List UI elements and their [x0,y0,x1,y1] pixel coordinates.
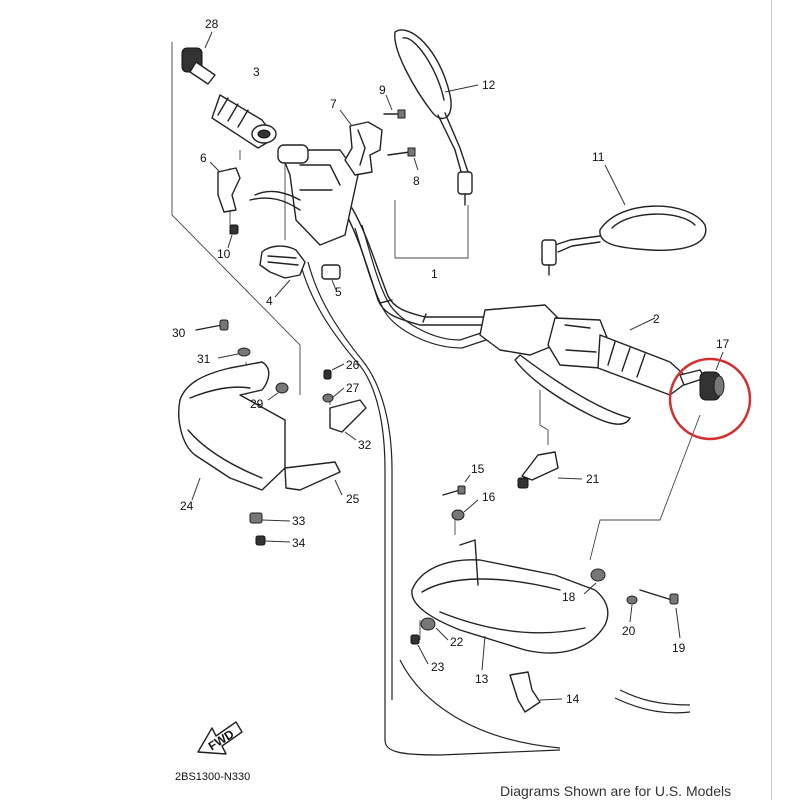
mirror-right [541,164,707,276]
left-grip [211,94,277,149]
fastener-34 [255,535,291,546]
callout-17: 17 [716,337,730,351]
callout-12: 12 [482,78,496,92]
callout-27: 27 [346,381,360,395]
bracket-14 [509,671,563,713]
callout-32: 32 [358,438,372,452]
callout-21: 21 [586,472,600,486]
handguard-right [411,539,609,671]
callout-31: 31 [197,352,211,366]
fastener-31 [217,347,251,359]
highlight-circle [668,357,752,441]
callout-14: 14 [566,692,580,706]
callout-7: 7 [330,97,337,111]
callout-11: 11 [592,150,605,164]
callout-19: 19 [672,641,686,655]
fastener-18 [583,568,606,595]
bracket-32 [329,399,367,441]
bar-end-17 [679,351,725,401]
fastener-22 [420,617,449,641]
fwd-arrow: FWD [197,721,243,755]
callout-33: 33 [292,514,306,528]
guide-lines [171,42,701,640]
callout-34: 34 [292,536,306,550]
cables [299,224,691,756]
right-grip [597,317,691,396]
page-divider [771,0,772,800]
callout-28: 28 [205,17,219,31]
left-switch-assembly [249,144,359,246]
fastener-26 [323,363,345,380]
mirror-left [394,29,479,206]
callout-20: 20 [622,624,636,638]
fastener-33 [249,512,291,524]
fastener-27 [322,387,345,403]
bolt-9 [383,94,406,119]
callout-18: 18 [562,590,576,604]
callout-23: 23 [431,660,445,674]
callout-9: 9 [379,83,386,97]
footer-note: Diagrams Shown are for U.S. Models [500,783,732,799]
callout-5: 5 [335,285,342,299]
fastener-15 [442,474,471,496]
fastener-29 [267,382,289,401]
callout-8: 8 [413,174,420,188]
callout-30: 30 [172,326,186,340]
callout-labels: 1 2 3 4 5 6 7 8 9 10 11 12 13 14 15 16 1… [172,17,730,706]
callout-1: 1 [431,267,438,281]
cable-holder-4 [259,245,306,298]
bracket-21 [517,451,583,489]
callout-6: 6 [200,151,207,165]
callout-16: 16 [482,490,496,504]
fastener-19 [639,589,681,639]
callout-29: 29 [250,397,264,411]
bolt-8 [387,147,419,171]
callout-25: 25 [346,492,360,506]
callout-4: 4 [266,294,273,308]
bracket-25 [284,461,343,496]
callout-26: 26 [346,358,360,372]
callout-10: 10 [217,247,231,261]
callout-2: 2 [653,312,660,326]
callout-15: 15 [471,462,485,476]
callout-13: 13 [475,672,489,686]
fastener-23 [410,634,429,665]
diagram-code: 2BS1300-N330 [175,771,250,783]
callout-3: 3 [253,65,260,79]
screw-10 [227,224,239,249]
callout-22: 22 [450,635,464,649]
fastener-16 [451,499,479,521]
bar-end-weight [181,31,216,85]
handlebar [344,207,491,326]
clip-5 [321,264,341,291]
fastener-30 [195,319,229,331]
bracket-6 [209,161,241,213]
holder-clamp [339,109,383,176]
fastener-20 [626,595,638,623]
callout-24: 24 [180,499,194,513]
right-switch-assembly [479,304,631,425]
handguard-left [178,361,286,501]
